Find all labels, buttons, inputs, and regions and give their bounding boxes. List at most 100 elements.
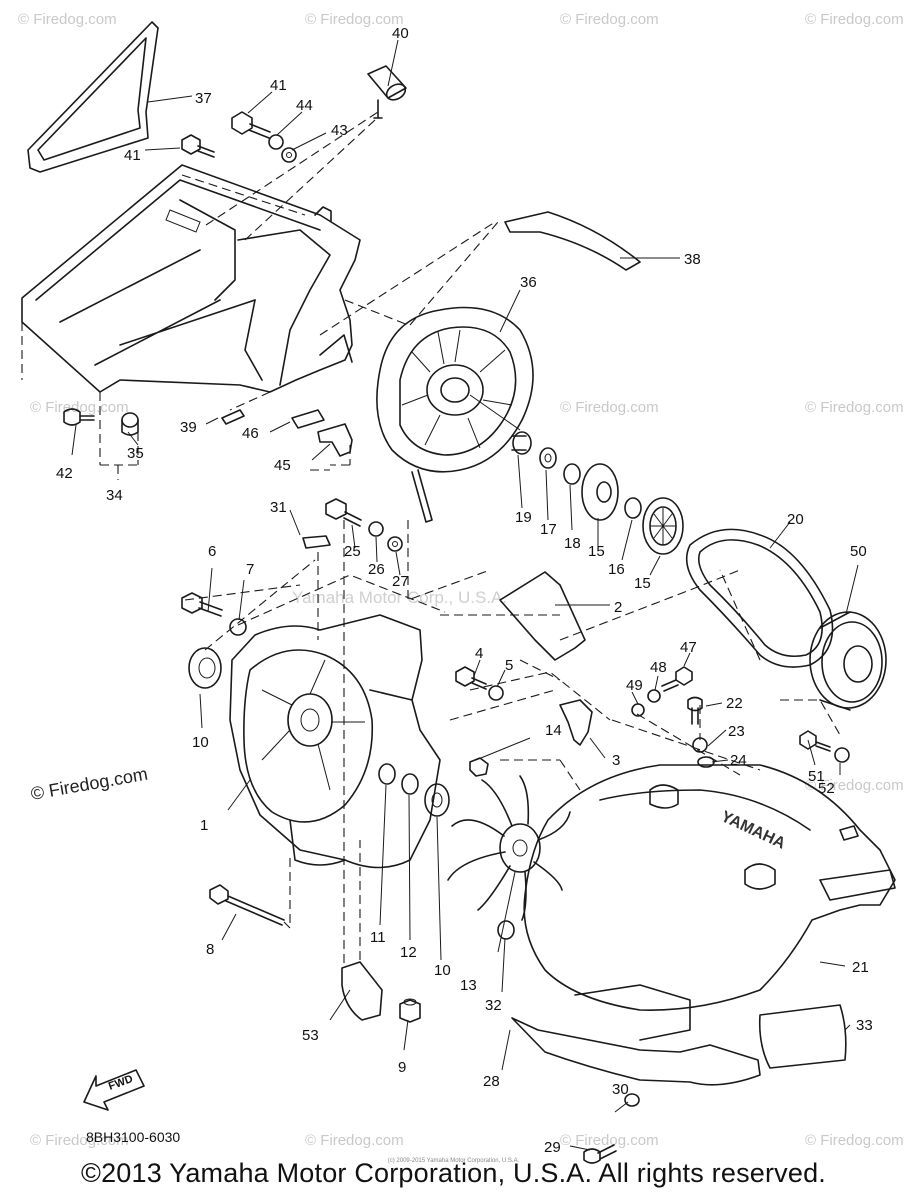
part-13-impeller xyxy=(447,775,571,921)
part-27-washer xyxy=(387,536,403,552)
callout-23: 23 xyxy=(728,723,745,740)
watermark: © Firedog.com xyxy=(305,11,404,28)
small-print: (c) 2009-2015 Yamaha Motor Corporation, … xyxy=(387,1158,520,1164)
watermark-dark: © Firedog.com xyxy=(29,764,149,804)
callout-15b: 15 xyxy=(634,575,651,592)
callout-7: 7 xyxy=(246,561,254,578)
callout-42: 42 xyxy=(56,465,73,482)
watermark: © Firedog.com xyxy=(560,1132,659,1149)
watermark: © Firedog.com xyxy=(805,777,904,794)
part-1-cover xyxy=(229,614,441,869)
part-52-washer xyxy=(834,747,850,763)
watermark: © Firedog.com xyxy=(805,1132,904,1149)
callout-52: 52 xyxy=(818,780,835,797)
part-40-fitting xyxy=(367,65,407,119)
callout-43: 43 xyxy=(331,122,348,139)
callout-labels: 37 41 44 43 40 41 38 36 39 46 45 42 35 3… xyxy=(56,25,873,1156)
part-44-washer xyxy=(268,134,284,150)
callout-14: 14 xyxy=(545,722,562,739)
part-21-lower-housing: YAMAHA xyxy=(523,764,896,1011)
callout-15: 15 xyxy=(588,543,605,560)
part-10-seal-b xyxy=(424,783,450,817)
callout-13: 13 xyxy=(460,977,477,994)
watermark: © Firedog.com xyxy=(18,11,117,28)
part-34-intake-housing xyxy=(21,164,361,393)
callout-6: 6 xyxy=(208,543,216,560)
part-3-bracket xyxy=(559,699,593,746)
callout-30: 30 xyxy=(612,1081,629,1098)
part-43-washer xyxy=(281,147,297,163)
part-33-pad xyxy=(758,1004,847,1069)
callout-2: 2 xyxy=(614,599,622,616)
part-41-bolt-b xyxy=(181,134,215,158)
part-31-clip xyxy=(302,535,331,549)
guide-line xyxy=(181,111,496,336)
callout-48: 48 xyxy=(650,659,667,676)
part-8-long-bolt xyxy=(209,884,285,926)
part-18-washer xyxy=(563,463,581,485)
part-7-washer xyxy=(229,618,247,636)
callout-33: 33 xyxy=(856,1017,873,1034)
part-36-fan-housing xyxy=(376,306,534,523)
callout-34: 34 xyxy=(106,487,123,504)
part-9-nut xyxy=(399,998,421,1023)
callout-27: 27 xyxy=(392,573,409,590)
fwd-label: FWD xyxy=(107,1073,135,1093)
callout-4: 4 xyxy=(475,645,483,662)
part-35-spacer xyxy=(121,412,139,436)
watermark: © Firedog.com xyxy=(560,399,659,416)
part-16-washer xyxy=(624,497,642,519)
part-43-hole xyxy=(286,152,292,158)
callout-35: 35 xyxy=(127,445,144,462)
callout-8: 8 xyxy=(206,941,214,958)
copyright-notice: ©2013 Yamaha Motor Corporation, U.S.A. A… xyxy=(80,1158,827,1188)
callout-26: 26 xyxy=(368,561,385,578)
part-6-bolt xyxy=(181,592,223,617)
callout-40: 40 xyxy=(392,25,409,42)
callout-37: 37 xyxy=(195,90,212,107)
callout-47: 47 xyxy=(680,639,697,656)
part-39-pin xyxy=(221,409,245,425)
part-45-bracket xyxy=(317,423,353,457)
callout-16: 16 xyxy=(608,561,625,578)
callout-44: 44 xyxy=(296,97,313,114)
part-38-cover xyxy=(504,211,641,271)
part-5-washer xyxy=(488,685,504,701)
callout-38: 38 xyxy=(684,251,701,268)
part-4-bolt xyxy=(455,666,487,690)
part-25-bolt xyxy=(325,498,362,527)
part-11-clip xyxy=(378,763,396,785)
callout-51: 51 xyxy=(808,768,825,785)
watermark: © Firedog.com xyxy=(560,11,659,28)
part-50-pulley xyxy=(809,611,887,711)
part-27-hole xyxy=(392,541,398,547)
callout-36: 36 xyxy=(520,274,537,291)
callout-32: 32 xyxy=(485,997,502,1014)
guide-line xyxy=(21,221,499,480)
part-41-bolt xyxy=(231,111,271,139)
part-14-nut xyxy=(469,757,489,777)
part-17-washer xyxy=(539,447,557,469)
callout-10b: 10 xyxy=(434,962,451,979)
part-32-washer xyxy=(497,920,515,940)
callout-11: 11 xyxy=(370,929,386,946)
fwd-arrow-icon: FWD xyxy=(83,1069,145,1111)
part-15-pulley-half-b xyxy=(642,497,684,555)
callout-22: 22 xyxy=(726,695,743,712)
callout-24: 24 xyxy=(730,752,747,769)
watermark: © Firedog.com xyxy=(30,399,129,416)
callout-31: 31 xyxy=(270,499,287,516)
callout-46: 46 xyxy=(242,425,259,442)
callout-41: 41 xyxy=(270,77,287,94)
part-51-bolt xyxy=(799,730,831,752)
part-26-washer xyxy=(368,521,384,537)
part-22-bolt xyxy=(687,696,703,725)
callout-20: 20 xyxy=(787,511,804,528)
part-20-belt xyxy=(685,528,834,668)
callout-10: 10 xyxy=(192,734,209,751)
part-28-bracket xyxy=(511,984,761,1086)
part-30-washer xyxy=(624,1093,640,1107)
callout-9: 9 xyxy=(398,1059,406,1076)
guide-line xyxy=(184,520,841,965)
